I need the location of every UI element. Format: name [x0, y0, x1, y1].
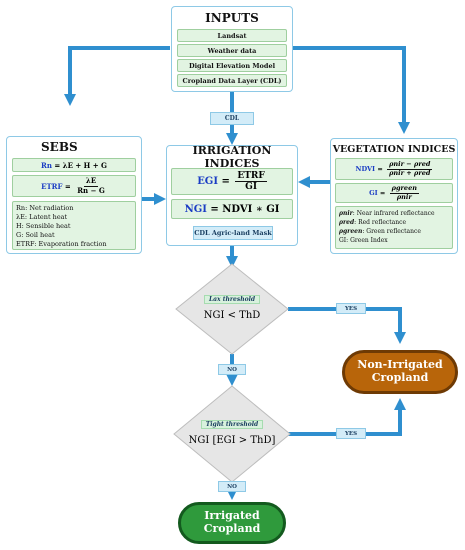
ngi-lhs: NGI: [184, 203, 207, 215]
inputs-panel: INPUTS Landsat Weather data Digital Elev…: [171, 6, 293, 92]
decision1-diamond: [175, 263, 289, 355]
legend-desc: : Green reflectance: [362, 228, 421, 235]
legend-desc: : Sensible heat: [21, 222, 71, 230]
cdl-tag: CDL: [210, 112, 254, 125]
vegetation-legend-row: ρgreen: Green reflectance: [339, 227, 449, 236]
legend-desc: : Soil heat: [21, 231, 55, 239]
egi-fraction: ETRF GI: [235, 170, 267, 193]
yes-tag-1: YES: [336, 303, 366, 314]
input-item-dem: Digital Elevation Model: [177, 59, 287, 72]
sebs-legend-row: λE: Latent heat: [16, 213, 132, 222]
sebs-eq2-lhs: ETRF: [41, 181, 63, 191]
ndvi-num: ρnir − ρred: [387, 160, 433, 170]
sebs-eq1-lhs: Rn: [41, 160, 52, 170]
no-tag-1: NO: [218, 364, 246, 375]
legend-symbol: GI: [339, 237, 347, 244]
decision1-label-box: Lax threshold: [192, 294, 272, 304]
sebs-legend-row: ETRF: Evaporation fraction: [16, 240, 132, 249]
legend-desc: : Evaporation fraction: [34, 240, 107, 248]
ndvi-formula: NDVI = ρnir − ρred ρnir + ρred: [335, 158, 453, 180]
gi-fraction: ρgreen ρnir: [389, 184, 419, 201]
decision2-label: Tight threshold: [200, 419, 264, 429]
egi-den: GI: [245, 182, 258, 192]
egi-lhs: EGI: [197, 176, 219, 187]
vegetation-title: VEGETATION INDICES: [332, 143, 456, 155]
decision1-label: Lax threshold: [203, 294, 261, 304]
gi-num: ρgreen: [389, 184, 419, 194]
vegetation-legend-row: ρred: Red reflectance: [339, 218, 449, 227]
input-item-landsat: Landsat: [177, 29, 287, 42]
ngi-formula: NGI = NDVI ∗ GI: [171, 199, 293, 219]
vegetation-legend-row: ρnir: Near infrared reflectance: [339, 209, 449, 218]
ndvi-lhs: NDVI: [355, 165, 376, 173]
sebs-legend-row: G: Soil heat: [16, 231, 132, 240]
ngi-rhs: = NDVI ∗ GI: [206, 203, 280, 215]
sebs-eq2-num: λE: [83, 176, 99, 187]
legend-desc: : Near infrared reflectance: [352, 210, 435, 217]
sebs-legend: Rn: Net radiation λE: Latent heat H: Sen…: [12, 201, 136, 250]
legend-symbol: ρgreen: [339, 228, 363, 235]
gi-eq: =: [377, 189, 388, 197]
sebs-panel: SEBS Rn = λE + H + G ETRF = λE Rn − G Rn…: [6, 136, 142, 254]
egi-eq: =: [218, 176, 234, 187]
sebs-legend-row: H: Sensible heat: [16, 222, 132, 231]
egi-formula: EGI = ETRF GI: [171, 168, 293, 195]
legend-symbol: ρred: [339, 219, 355, 226]
vegetation-legend: ρnir: Near infrared reflectance ρred: Re…: [335, 206, 453, 249]
non-irrigated-cropland-node: Non-Irrigated Cropland: [342, 350, 458, 394]
legend-desc: : Net radiation: [25, 204, 74, 212]
legend-symbol: ETRF: [16, 240, 35, 248]
arrow-inputs-to-vegetation: [293, 46, 410, 134]
decision2-expression: NGI [EGI > ThD]: [188, 434, 276, 446]
sebs-eq1-rhs: = λE + H + G: [51, 160, 107, 170]
vegetation-legend-row: GI: Green Index: [339, 236, 449, 245]
sebs-eq2-eq: =: [62, 181, 74, 191]
vegetation-indices-panel: VEGETATION INDICES NDVI = ρnir − ρred ρn…: [330, 138, 458, 254]
legend-desc: : Green Index: [346, 237, 388, 244]
input-item-cdl: Cropland Data Layer (CDL): [177, 74, 287, 87]
cdl-agric-mask: CDL Agric-land Mask: [193, 226, 273, 240]
gi-formula: GI = ρgreen ρnir: [335, 183, 453, 203]
input-item-weather: Weather data: [177, 44, 287, 57]
irrigated-cropland-node: Irrigated Cropland: [178, 502, 286, 544]
sebs-eq2-fraction: λE Rn − G: [75, 177, 107, 194]
legend-symbol: λE: [16, 213, 25, 221]
non-irrigated-line2: Cropland: [371, 371, 429, 384]
no-tag-2: NO: [218, 481, 246, 492]
gi-lhs: GI: [369, 189, 378, 197]
irrigation-indices-panel: IRRIGATION INDICES EGI = ETRF GI NGI = N…: [166, 144, 298, 246]
legend-symbol: ρnir: [339, 210, 353, 217]
legend-symbol: Rn: [16, 204, 26, 212]
legend-desc: : Red reflectance: [354, 219, 407, 226]
sebs-title: SEBS: [41, 140, 78, 154]
arrow-decision2-yes: [288, 398, 406, 436]
irrigated-line2: Cropland: [203, 522, 261, 535]
ndvi-den: ρnir + ρred: [389, 168, 431, 177]
inputs-title: INPUTS: [205, 11, 259, 25]
decision1-expression: NGI < ThD: [203, 309, 261, 321]
sebs-legend-row: Rn: Net radiation: [16, 204, 132, 213]
legend-symbol: G: [16, 231, 22, 239]
ndvi-fraction: ρnir − ρred ρnir + ρred: [387, 160, 433, 177]
yes-tag-2: YES: [336, 428, 366, 439]
egi-num: ETRF: [235, 170, 267, 182]
ndvi-eq: =: [375, 165, 386, 173]
irrigation-title: IRRIGATION INDICES: [192, 144, 272, 170]
arrow-decision1-yes: [288, 307, 406, 344]
sebs-energy-balance-formula: Rn = λE + H + G: [12, 158, 136, 172]
legend-symbol: H: [16, 222, 22, 230]
sebs-eq2-den: Rn − G: [77, 185, 105, 195]
legend-desc: : Latent heat: [24, 213, 68, 221]
decision2-label-box: Tight threshold: [192, 419, 272, 429]
non-irrigated-line1: Non-Irrigated: [357, 358, 443, 372]
gi-den: ρnir: [396, 192, 412, 201]
arrow-inputs-to-sebs: [64, 46, 170, 106]
irrigated-line1: Irrigated: [204, 509, 260, 523]
sebs-etrf-formula: ETRF = λE Rn − G: [12, 175, 136, 197]
